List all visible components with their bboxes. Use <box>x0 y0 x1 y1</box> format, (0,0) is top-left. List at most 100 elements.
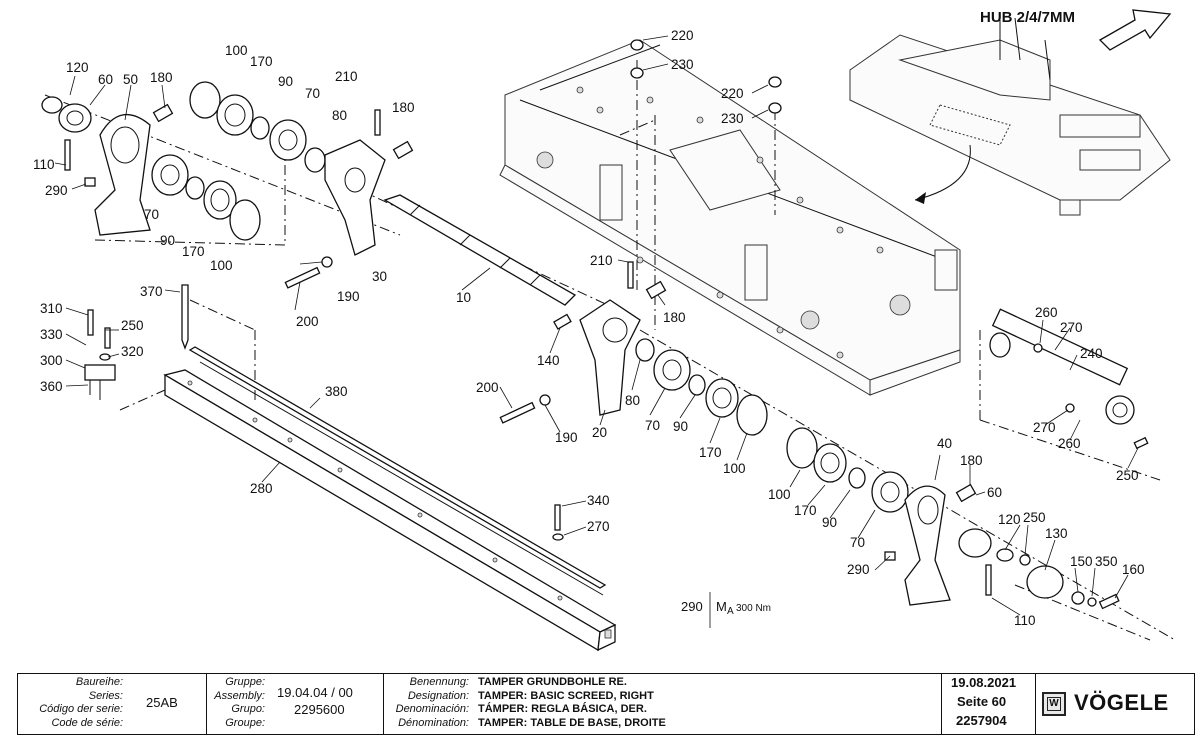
callout-100: 100 <box>723 461 746 476</box>
callout-110: 110 <box>33 157 55 172</box>
callout-280: 280 <box>250 481 273 496</box>
callout-270: 270 <box>587 519 610 534</box>
callout-100: 100 <box>210 258 233 273</box>
callout-110: 110 <box>1014 613 1036 628</box>
group-labels: Gruppe: Assembly: Grupo: Groupe: <box>207 676 265 730</box>
assembly-number: 19.04.04 / 00 <box>277 685 353 700</box>
name-value-es: TÁMPER: REGLA BÁSICA, DER. <box>478 703 647 715</box>
name-label-en: Designation: <box>407 689 469 702</box>
callout-270: 270 <box>1060 320 1083 335</box>
callout-160: 160 <box>1122 562 1145 577</box>
callout-180: 180 <box>663 310 686 325</box>
doc-date: 19.08.2021 <box>951 675 1017 690</box>
callout-250: 250 <box>1116 468 1139 483</box>
top-nuts <box>630 39 782 114</box>
series-label-en: Series: <box>88 689 123 702</box>
callout-140: 140 <box>537 353 560 368</box>
series-labels: Baureihe: Series: Código der serie: Code… <box>18 676 123 730</box>
callout-320: 320 <box>121 344 144 359</box>
callout-290: 290 <box>847 562 870 577</box>
callout-150: 150 <box>1070 554 1093 569</box>
hub-label: HUB 2/4/7MM <box>980 9 1075 26</box>
callout-220: 220 <box>671 28 694 43</box>
name-value-en: TAMPER: BASIC SCREED, RIGHT <box>478 689 654 702</box>
name-label-fr: Dénomination: <box>398 716 469 729</box>
callout-230: 230 <box>721 111 744 126</box>
callout-310: 310 <box>40 301 63 316</box>
tamper-bar <box>163 346 617 652</box>
callout-190: 190 <box>337 289 360 304</box>
series-value: 25AB <box>146 695 178 710</box>
callout-100: 100 <box>225 43 248 58</box>
screed-housing <box>499 39 961 396</box>
group-label-es: Grupo: <box>231 703 265 715</box>
callout-70: 70 <box>305 86 320 101</box>
callout-90: 90 <box>160 233 175 248</box>
series-label-de: Baureihe: <box>75 676 123 688</box>
callout-70: 70 <box>645 418 660 433</box>
torque-value: 300 Nm <box>736 603 771 614</box>
callout-90: 90 <box>673 419 688 434</box>
callout-170: 170 <box>794 503 817 518</box>
callout-260: 260 <box>1058 436 1081 451</box>
callout-90: 90 <box>822 515 837 530</box>
callout-60: 60 <box>98 72 113 87</box>
callout-250: 250 <box>1023 510 1046 525</box>
callout-180: 180 <box>392 100 415 115</box>
name-value-fr: TAMPER: TABLE DE BASE, DROITE <box>478 716 666 729</box>
callout-250: 250 <box>121 318 144 333</box>
callout-100: 100 <box>768 487 791 502</box>
callout-90: 90 <box>278 74 293 89</box>
brand-name: VÖGELE <box>1074 690 1169 715</box>
series-label-es: Código der serie: <box>39 703 123 715</box>
group-label-fr: Groupe: <box>225 716 265 729</box>
shaft-10 <box>383 194 577 306</box>
group-label-en: Assembly: <box>214 689 265 702</box>
callout-200: 200 <box>296 314 319 329</box>
callout-210: 210 <box>590 253 613 268</box>
callout-180: 180 <box>150 70 173 85</box>
callout-50: 50 <box>123 72 138 87</box>
callout-20: 20 <box>592 425 607 440</box>
callout-220: 220 <box>721 86 744 101</box>
callout-60: 60 <box>987 485 1002 500</box>
left-fittings <box>84 284 189 400</box>
callout-330: 330 <box>40 327 63 342</box>
callout-270: 270 <box>1033 420 1056 435</box>
bearing-carrier-30 <box>284 109 414 289</box>
callout-80: 80 <box>625 393 640 408</box>
right-bearing-assembly <box>635 338 1120 610</box>
left-bearing-assembly <box>41 81 326 241</box>
callout-10: 10 <box>456 290 471 305</box>
callout-190: 190 <box>555 430 578 445</box>
callout-290: 290 <box>45 183 68 198</box>
callout-170: 170 <box>182 244 205 259</box>
hub-inset: HUB 2/4/7MM <box>849 9 1172 216</box>
logo-mark: W <box>1047 697 1061 711</box>
callout-360: 360 <box>40 379 63 394</box>
callout-80: 80 <box>332 108 347 123</box>
drive-shaft-240 <box>989 308 1149 450</box>
group-number: 2295600 <box>294 702 345 717</box>
callout-200: 200 <box>476 380 499 395</box>
group-label-de: Gruppe: <box>225 676 265 688</box>
callout-120: 120 <box>66 60 89 75</box>
callout-380: 380 <box>325 384 348 399</box>
name-values: TAMPER GRUNDBOHLE RE. TAMPER: BASIC SCRE… <box>478 676 666 730</box>
callout-350: 350 <box>1095 554 1118 569</box>
callout-300: 300 <box>40 353 63 368</box>
bearing-carrier-20 <box>499 261 667 424</box>
callout-230: 230 <box>671 57 694 72</box>
callout-170: 170 <box>250 54 273 69</box>
callout-180: 180 <box>960 453 983 468</box>
callout-170: 170 <box>699 445 722 460</box>
callout-120: 120 <box>998 512 1021 527</box>
page-number: Seite 60 <box>957 694 1007 709</box>
callout-130: 130 <box>1045 526 1068 541</box>
torque-symbol: M <box>716 599 727 614</box>
callouts: 220 230 220 230 120 60 50 180 100 170 90… <box>33 28 1145 628</box>
title-block: Baureihe: Series: Código der serie: Code… <box>17 673 1195 735</box>
name-label-de: Benennung: <box>409 676 469 688</box>
callout-240: 240 <box>1080 346 1103 361</box>
